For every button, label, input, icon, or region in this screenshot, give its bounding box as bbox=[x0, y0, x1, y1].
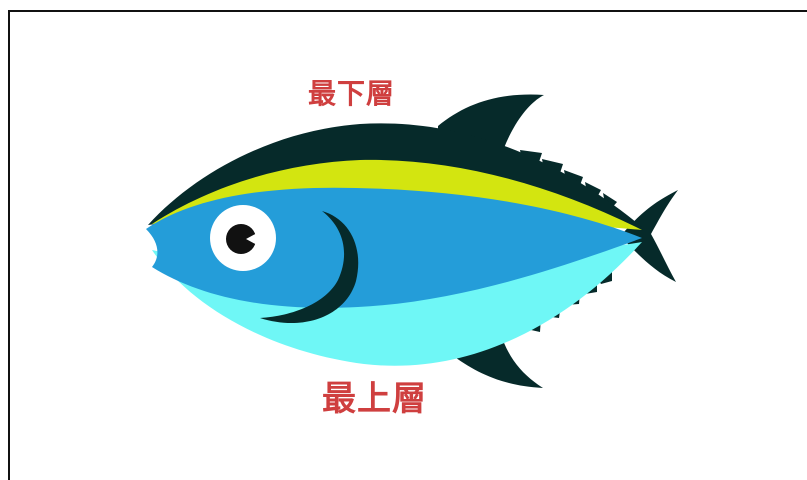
tuna-fish-illustration bbox=[146, 94, 678, 388]
body-layer bbox=[146, 187, 642, 308]
gill-arc bbox=[260, 211, 359, 324]
tail-fin bbox=[624, 190, 678, 282]
eye-icon bbox=[210, 205, 276, 271]
bottom-layer-label: 最上層 bbox=[322, 379, 427, 419]
top-layer-label: 最下層 bbox=[308, 77, 396, 110]
